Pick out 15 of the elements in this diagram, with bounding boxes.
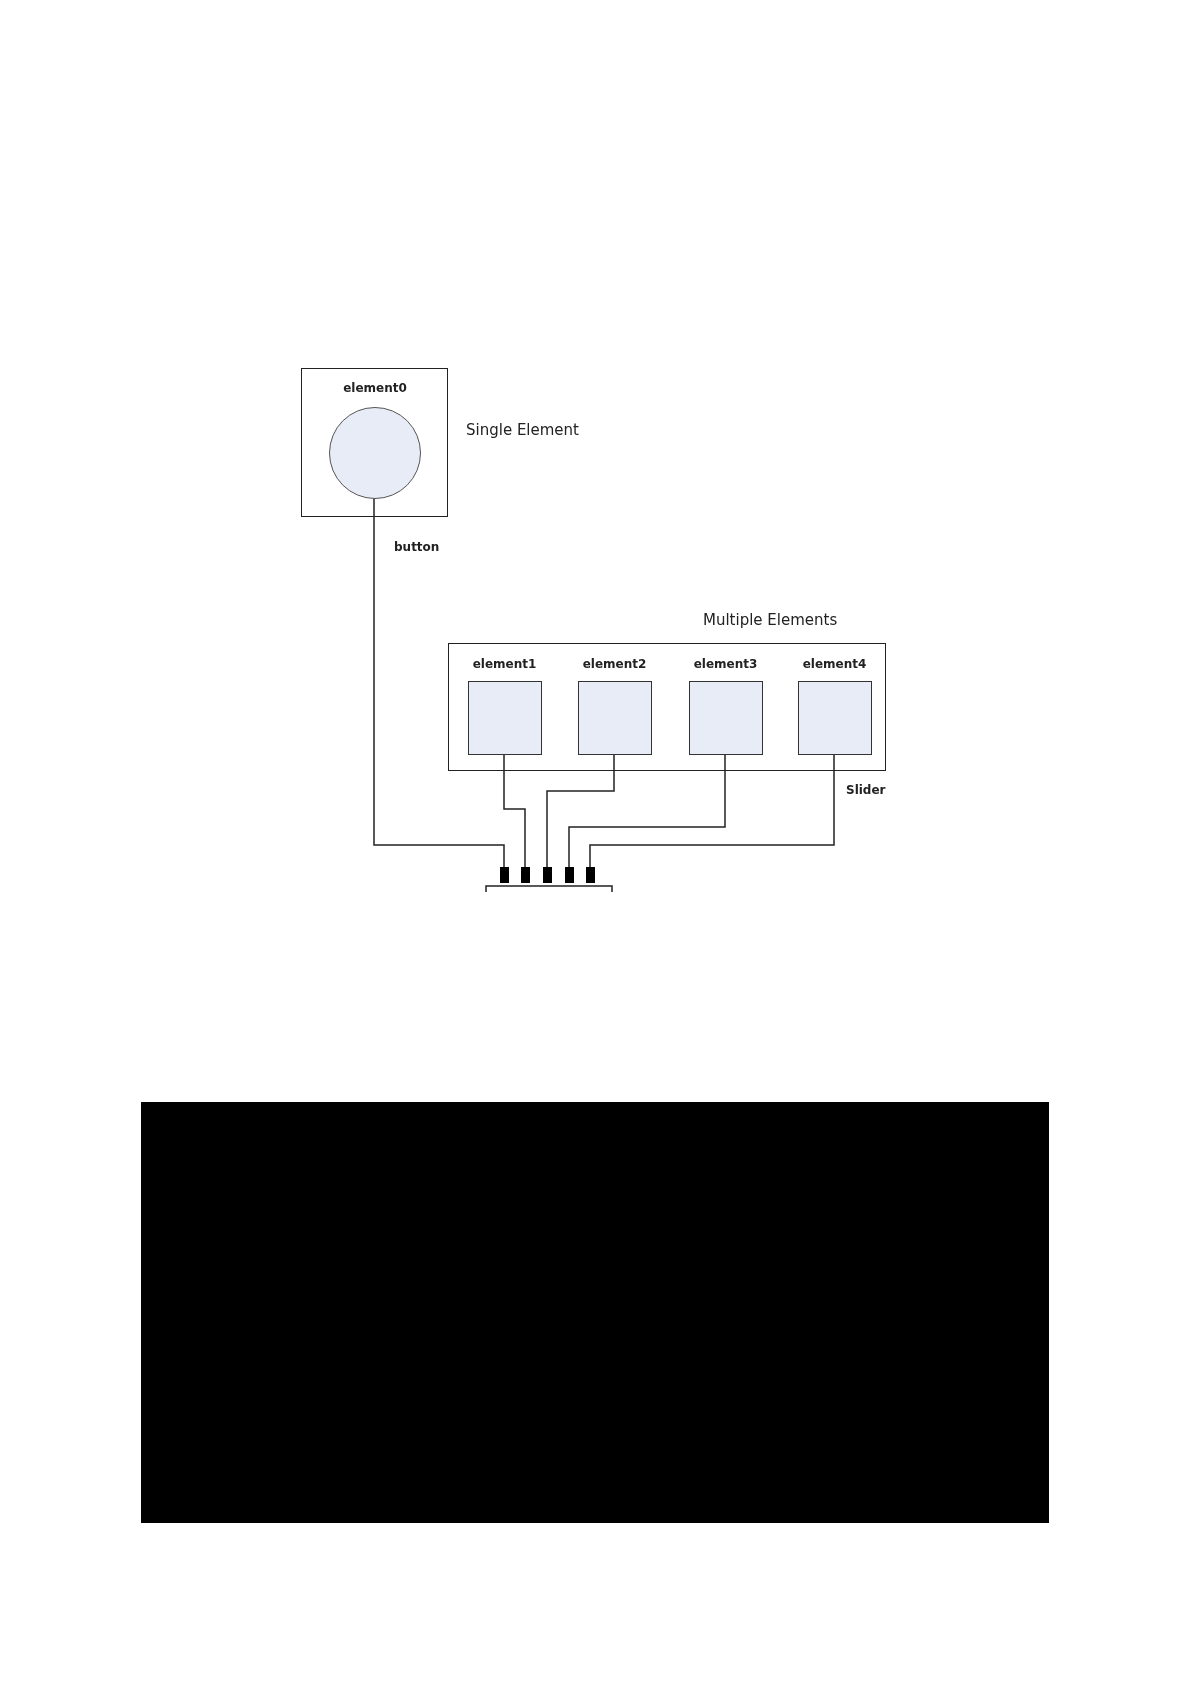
wire: [373, 497, 505, 868]
wire: [546, 753, 615, 868]
element-label: element2: [582, 657, 647, 671]
element-label: element3: [693, 657, 758, 671]
group-title: Single Element: [466, 421, 579, 439]
wire-label: button: [394, 540, 440, 554]
element-label: element0: [343, 381, 407, 395]
wire: [589, 753, 835, 868]
group-title: Multiple Elements: [703, 611, 838, 629]
connector-drawing: [485, 867, 613, 892]
element-label: element4: [802, 657, 867, 671]
wire-label: Slider: [846, 783, 886, 797]
element-label: element1: [472, 657, 537, 671]
wire: [568, 753, 726, 868]
wire: [503, 753, 526, 868]
